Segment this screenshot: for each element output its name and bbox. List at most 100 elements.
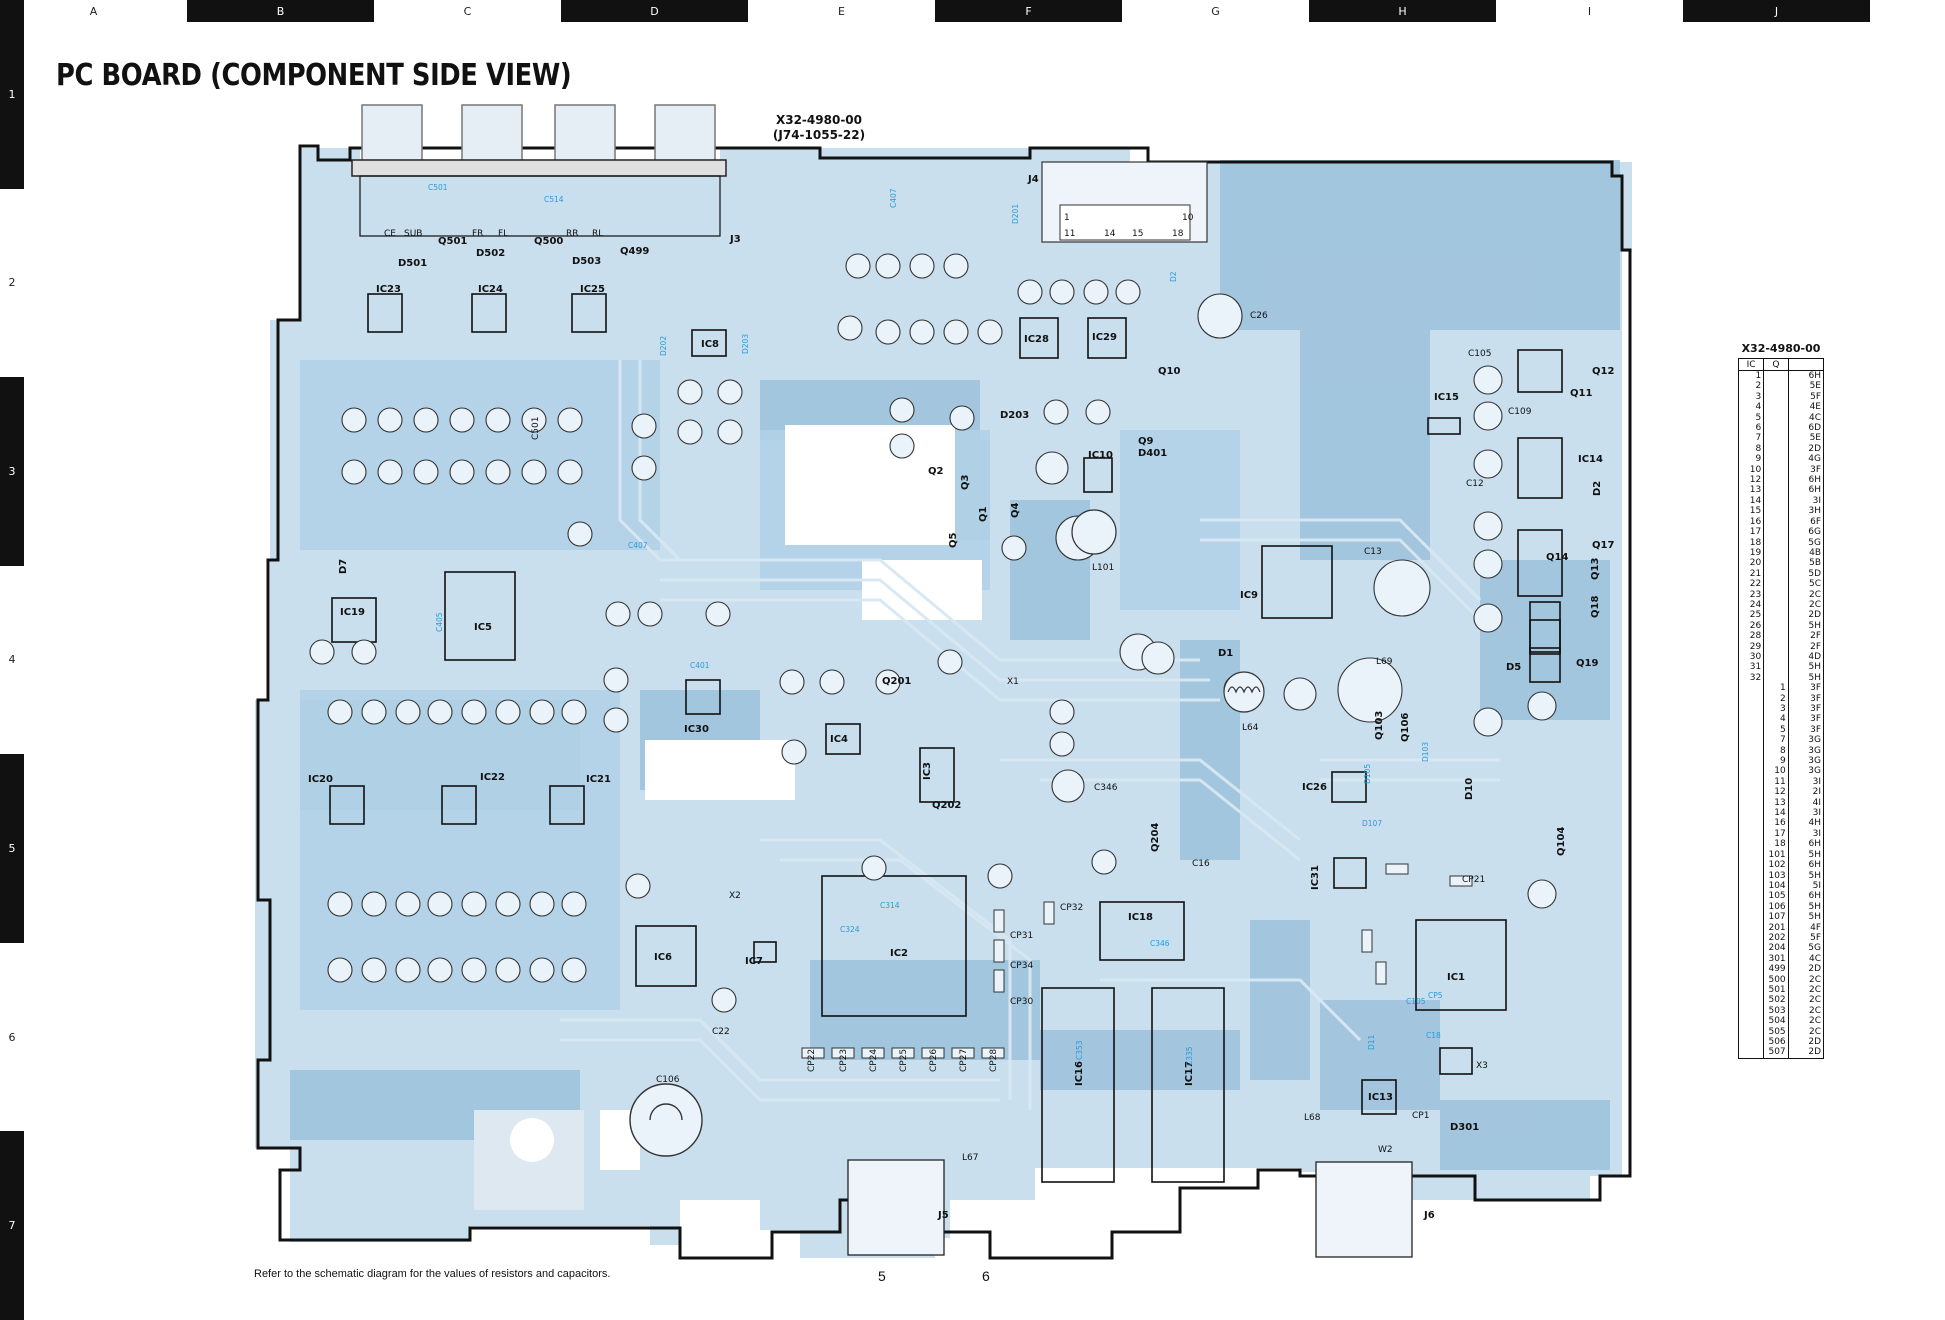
- svg-text:CP5: CP5: [1428, 991, 1443, 1000]
- label-ic13: IC13: [1368, 1092, 1393, 1103]
- ic-number: [1737, 839, 1764, 850]
- svg-text:SUB: SUB: [404, 229, 422, 239]
- svg-text:C335: C335: [1185, 1046, 1194, 1066]
- ic-number: 20: [1737, 558, 1764, 569]
- ic-number: [1737, 943, 1764, 954]
- ic-number: [1737, 870, 1764, 881]
- header-q: Q: [1763, 358, 1789, 371]
- label-ic4: IC4: [830, 734, 848, 745]
- q-number: 201: [1763, 922, 1789, 933]
- svg-text:D2: D2: [1592, 481, 1603, 496]
- column-marker: C: [374, 0, 561, 22]
- q-number: 2: [1763, 693, 1789, 704]
- svg-text:Q9: Q9: [1138, 436, 1154, 447]
- inductor-l6: [1223, 671, 1265, 713]
- ic-number: 25: [1737, 610, 1764, 621]
- label-ic30: IC30: [684, 724, 709, 735]
- ic-number: [1737, 714, 1764, 725]
- svg-text:C106: C106: [656, 1075, 680, 1085]
- svg-text:Q11: Q11: [1570, 388, 1592, 399]
- column-marker: D: [561, 0, 748, 22]
- label-j4: J4: [1027, 174, 1039, 185]
- grid-location: 6H: [1787, 475, 1824, 486]
- grid-location: 3I: [1787, 495, 1824, 507]
- svg-text:CP1: CP1: [1412, 1111, 1429, 1121]
- svg-text:W2: W2: [1378, 1145, 1393, 1155]
- grid-location: 2C: [1787, 599, 1824, 611]
- svg-text:C12: C12: [1466, 479, 1484, 489]
- board-part-line2: (J74-1055-22): [772, 128, 866, 142]
- ic-bodies: [329, 293, 1563, 1183]
- q-number: 504: [1763, 1016, 1789, 1027]
- ic-number: [1737, 922, 1764, 933]
- q-number: 1: [1763, 683, 1789, 694]
- q-number: 102: [1763, 860, 1789, 871]
- ic-number: [1737, 776, 1764, 788]
- label-ic31: IC31: [1310, 865, 1321, 890]
- svg-text:Q499: Q499: [620, 246, 649, 257]
- ic-number: [1737, 964, 1764, 975]
- grid-location: 3G: [1787, 745, 1824, 757]
- ic-number: 21: [1737, 568, 1764, 580]
- rca-jacks: [351, 104, 727, 177]
- row-marker: 6: [0, 942, 24, 1132]
- svg-text:1: 1: [1064, 213, 1070, 223]
- ic-number: 12: [1737, 475, 1764, 486]
- grid-location: 3F: [1787, 693, 1824, 704]
- svg-text:C353: C353: [1075, 1040, 1084, 1060]
- svg-text:CP24: CP24: [869, 1049, 879, 1072]
- grid-location: 5H: [1787, 912, 1824, 923]
- q-number: 104: [1763, 880, 1789, 892]
- svg-text:Q13: Q13: [1590, 558, 1601, 580]
- row-marker: 4: [0, 565, 24, 755]
- grid-location: 3G: [1787, 756, 1824, 767]
- q-number: [1763, 516, 1789, 528]
- svg-text:C407: C407: [628, 541, 648, 550]
- grid-location: 5G: [1787, 943, 1824, 954]
- table-row: 25 2D: [1737, 610, 1824, 621]
- ic-number: [1737, 766, 1764, 777]
- grid-location: 5H: [1787, 672, 1824, 684]
- q-number: [1763, 589, 1789, 600]
- svg-text:C346: C346: [1150, 939, 1170, 948]
- row-marker: 7: [0, 1131, 24, 1320]
- svg-text:D203: D203: [741, 334, 750, 354]
- grid-location: 2D: [1787, 1047, 1824, 1059]
- svg-text:Q104: Q104: [1556, 827, 1567, 856]
- svg-text:D503: D503: [572, 256, 601, 267]
- grid-location: 4C: [1787, 953, 1824, 965]
- label-ic3: IC3: [922, 762, 933, 780]
- grid-location: 5B: [1787, 558, 1824, 569]
- grid-location: 4D: [1787, 651, 1824, 663]
- q-number: [1763, 423, 1789, 434]
- ic-number: [1737, 704, 1764, 715]
- label-ic21: IC21: [586, 774, 611, 785]
- svg-text:Q5: Q5: [948, 532, 959, 548]
- q-number: [1763, 610, 1789, 621]
- grid-location: 2D: [1787, 610, 1824, 621]
- svg-text:CP31: CP31: [1010, 931, 1033, 941]
- q-number: [1763, 443, 1789, 455]
- svg-text:L101: L101: [1092, 563, 1114, 573]
- label-ic6: IC6: [654, 952, 672, 963]
- svg-text:C405: C405: [435, 612, 444, 632]
